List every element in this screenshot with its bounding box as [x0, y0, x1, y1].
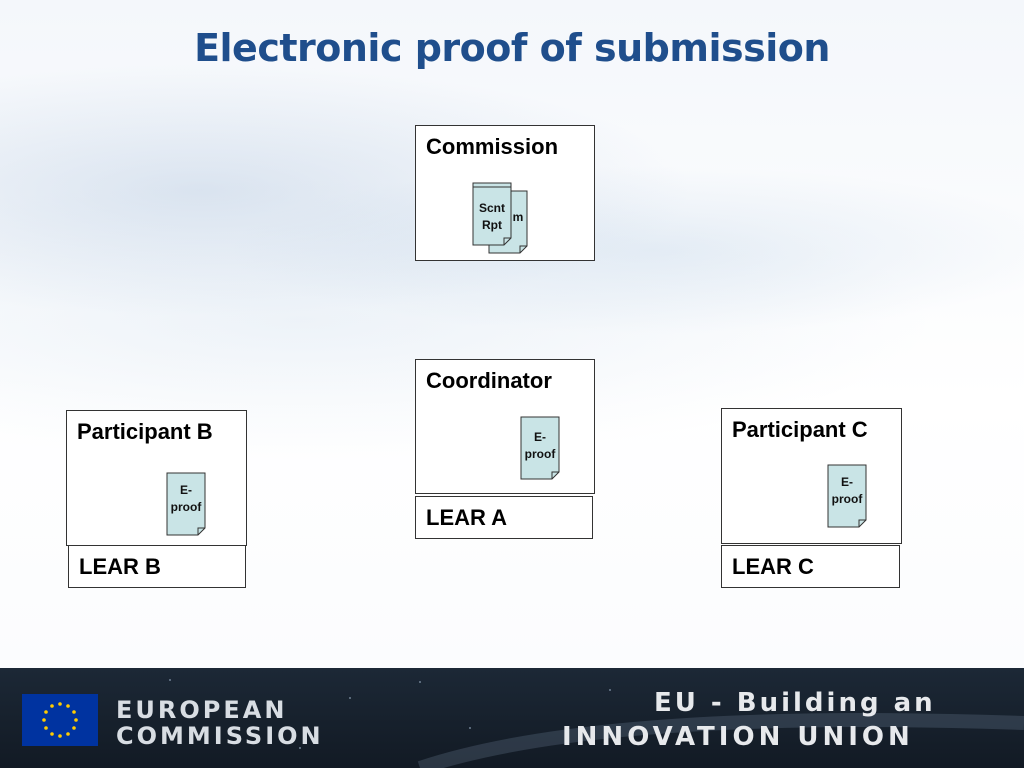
coordinator-eproof-line2: proof — [524, 447, 556, 461]
eu-stars-icon — [42, 702, 78, 738]
lear-a-box: LEAR A — [415, 496, 593, 539]
participant-b-eproof-document: E- proof — [166, 472, 206, 536]
participant-c-eproof-line1: E- — [841, 475, 853, 489]
slogan-line1: EU - Building an — [654, 688, 936, 718]
coordinator-eproof-document: E- proof — [520, 416, 560, 480]
lear-b-box: LEAR B — [68, 545, 246, 588]
commission-label: Commission — [426, 134, 559, 159]
participant-c-box: Participant C — [721, 408, 902, 544]
footer-starfield — [169, 679, 1024, 768]
commission-document-back-label: m — [512, 210, 524, 224]
participant-c-eproof-document: E- proof — [827, 464, 867, 528]
lear-c-label: LEAR C — [732, 554, 814, 579]
eu-flag-icon — [22, 694, 98, 746]
participant-c-eproof-line2: proof — [831, 492, 863, 506]
participant-b-label: Participant B — [77, 419, 213, 444]
european-commission-logo-line2: COMMISSION — [116, 722, 324, 750]
coordinator-eproof-line1: E- — [534, 430, 546, 444]
coordinator-box: Coordinator — [415, 359, 595, 494]
lear-a-label: LEAR A — [426, 505, 508, 530]
participant-b-eproof-line2: proof — [170, 500, 202, 514]
commission-document-line2: Rpt — [482, 218, 502, 232]
lear-b-label: LEAR B — [79, 554, 161, 579]
slogan-line2: INNOVATION UNION — [562, 722, 914, 752]
participant-b-box: Participant B — [66, 410, 247, 546]
participant-c-label: Participant C — [732, 417, 868, 442]
commission-document-line1: Scnt — [478, 201, 505, 215]
coordinator-label: Coordinator — [426, 368, 552, 393]
lear-c-box: LEAR C — [721, 545, 900, 588]
footer-banner — [0, 668, 1024, 768]
european-commission-logo-line1: EUROPEAN — [116, 696, 288, 724]
commission-document-front: Scnt Rpt — [472, 182, 512, 246]
slide-title: Electronic proof of submission — [194, 26, 830, 70]
participant-b-eproof-line1: E- — [180, 483, 192, 497]
